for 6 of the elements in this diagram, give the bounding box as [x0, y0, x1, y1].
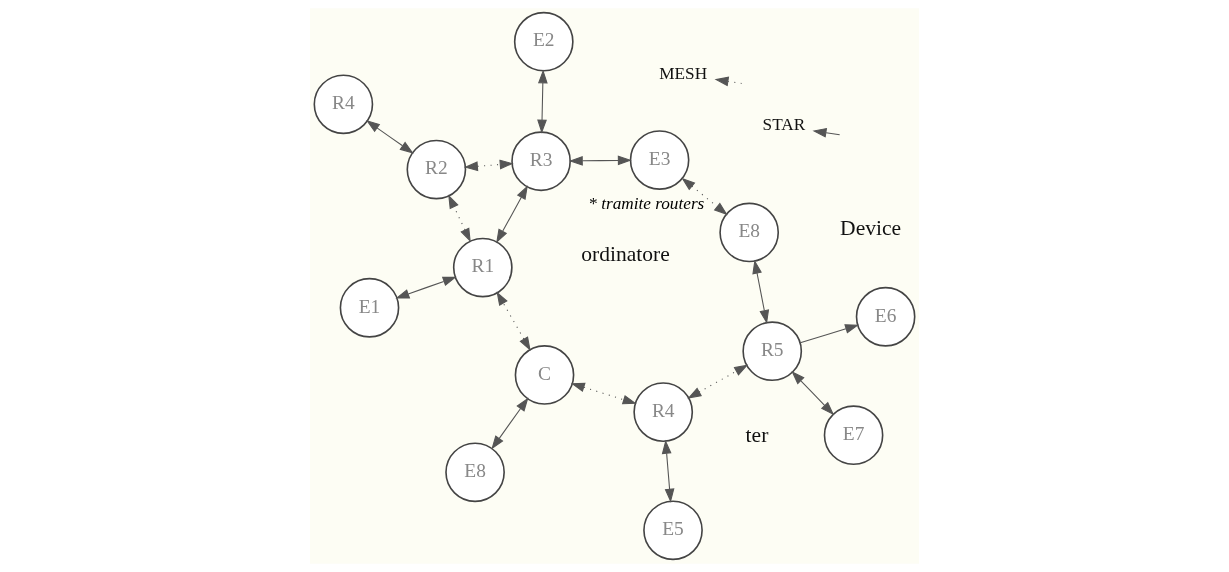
legend-label: MESH	[659, 63, 708, 83]
edge-label: * tramite routers	[588, 194, 705, 214]
label: Device	[840, 216, 902, 241]
label: ter	[745, 422, 769, 447]
label: ordinatore	[581, 242, 670, 267]
legend-label: STAR	[762, 115, 806, 135]
